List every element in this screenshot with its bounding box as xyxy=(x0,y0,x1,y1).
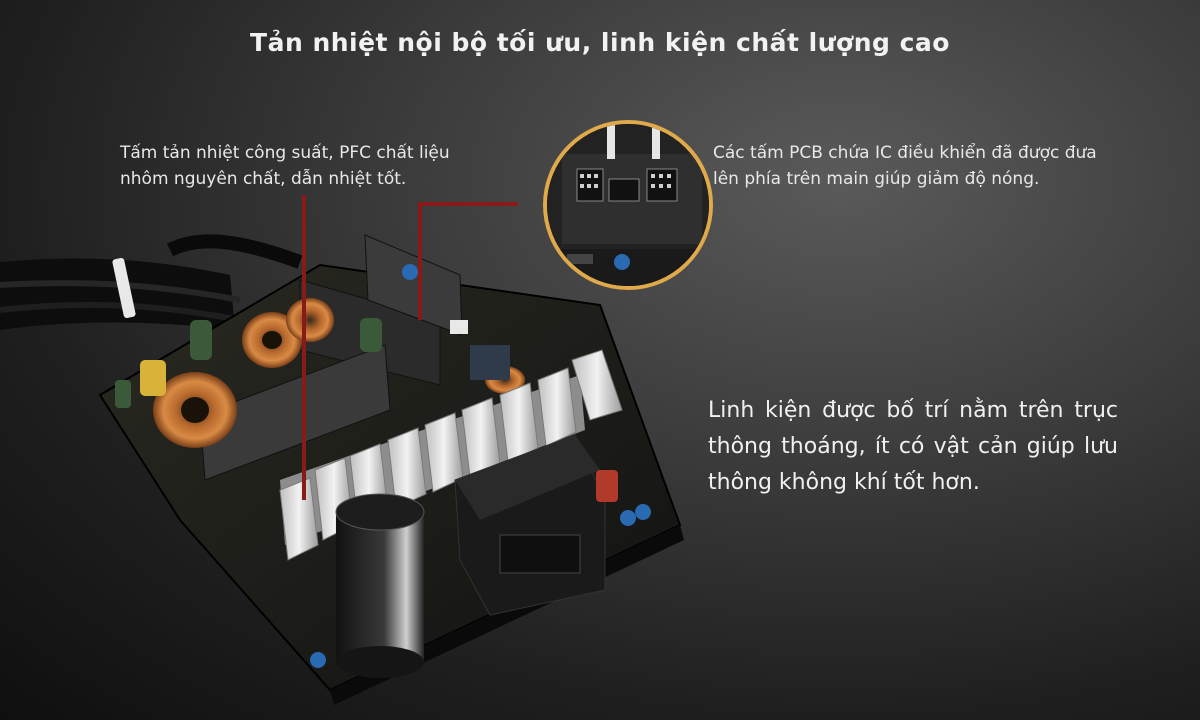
cable-bundle xyxy=(0,234,303,330)
banner-title: Tản nhiệt nội bộ tối ưu, linh kiện chất … xyxy=(250,28,950,57)
bulk-capacitor xyxy=(335,493,425,678)
leader-line-pcb xyxy=(418,202,422,320)
callout-layout: Linh kiện được bố trí nằm trên trục thôn… xyxy=(708,398,1118,495)
leader-line-pcb-h xyxy=(418,202,518,206)
leader-line-heatsink xyxy=(302,195,306,500)
callout-heatsink: Tấm tản nhiệt công suất, PFC chất liệu n… xyxy=(120,143,450,189)
callout-pcb: Các tấm PCB chứa IC điều khiển đã được đ… xyxy=(713,143,1097,189)
transformer xyxy=(454,434,606,616)
pcb-zoom-inset xyxy=(543,120,713,290)
